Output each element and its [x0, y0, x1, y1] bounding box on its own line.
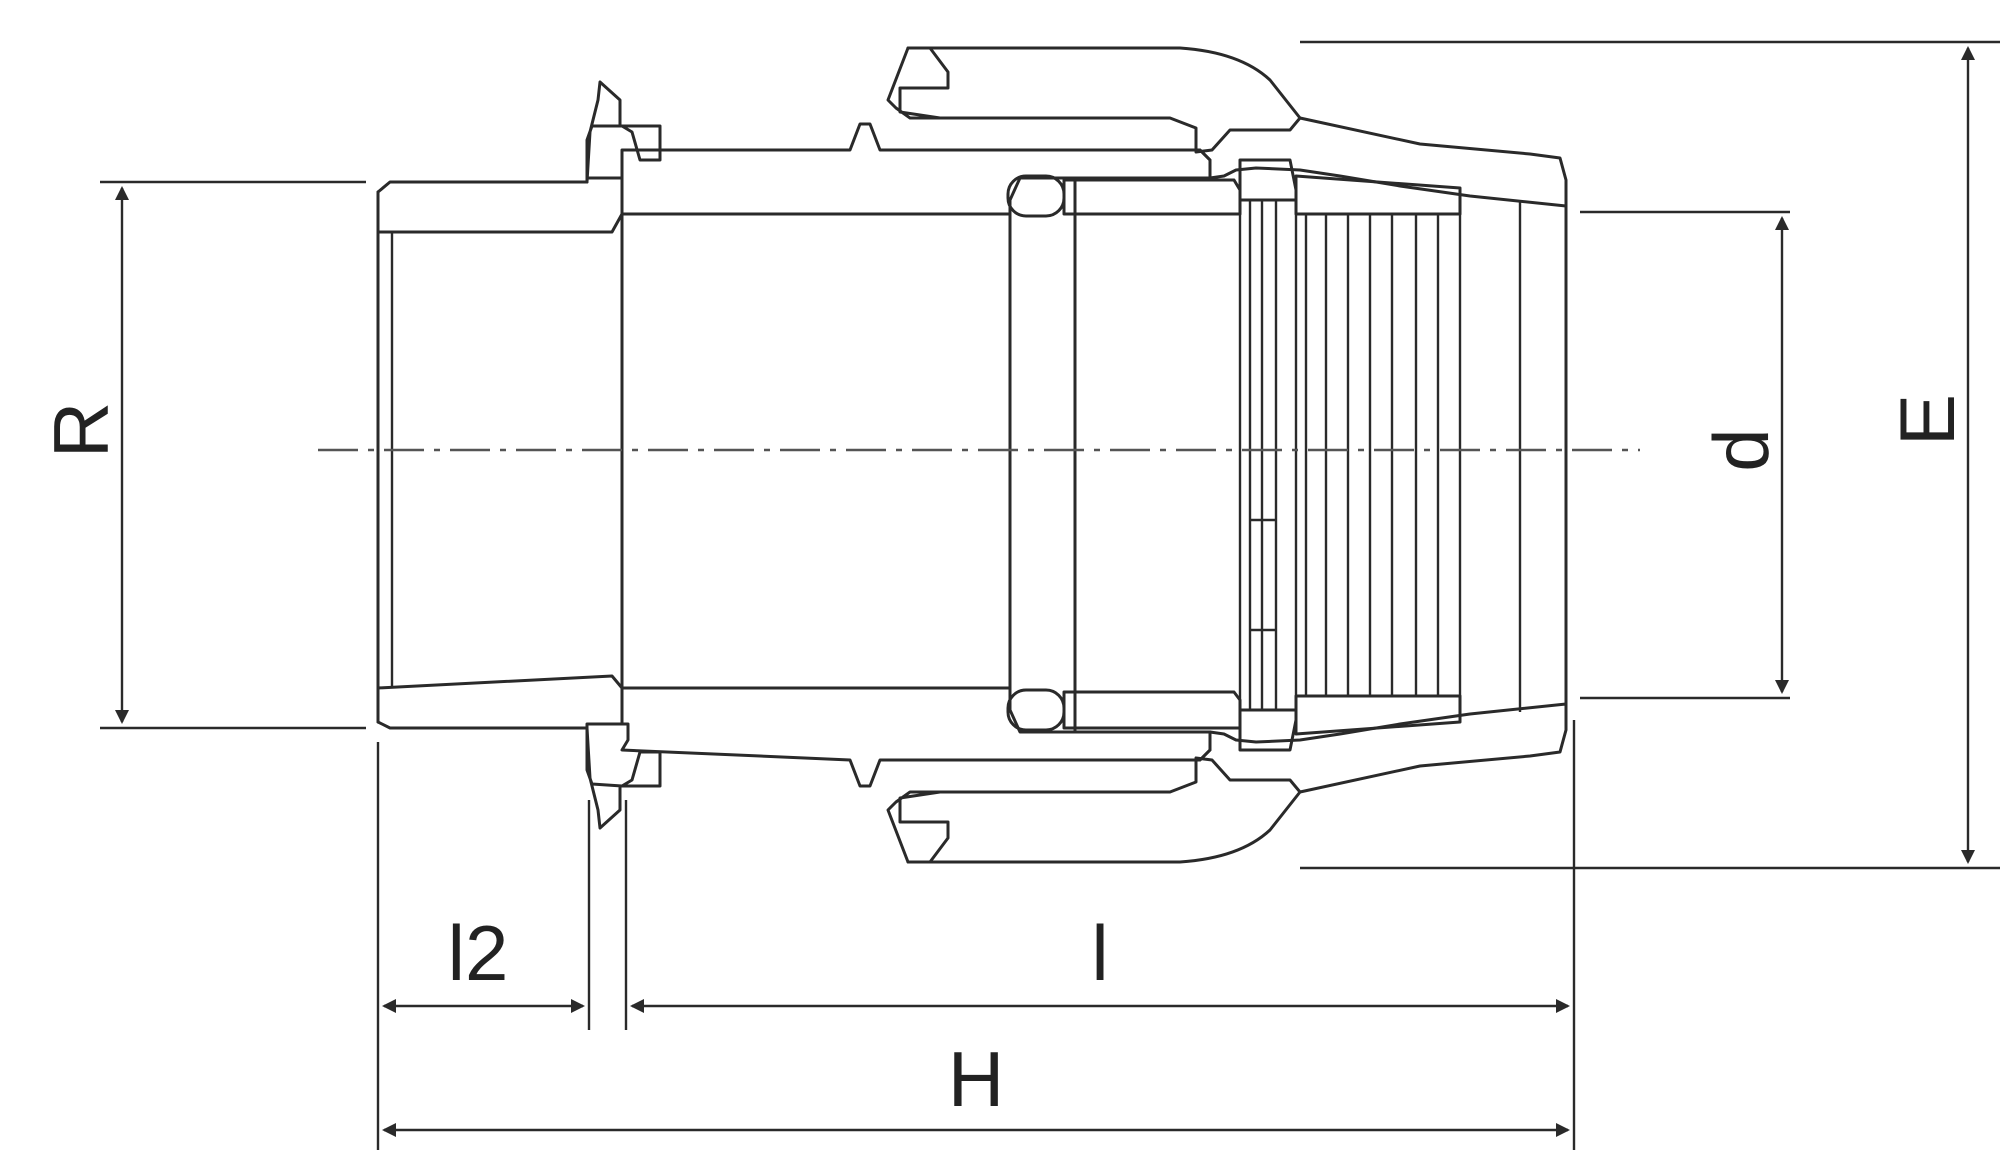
label-H: H [948, 1035, 1004, 1123]
label-d: d [1697, 428, 1785, 471]
grip-ring [1238, 158, 1568, 752]
label-R: R [37, 402, 125, 458]
bore-outlines [376, 176, 1077, 734]
extension-lines [100, 40, 2000, 1150]
label-l: l [1091, 909, 1108, 997]
fitting-body-lower [376, 674, 1568, 864]
label-l2: l2 [448, 909, 509, 997]
o-ring-seals [1006, 174, 1242, 732]
fitting-body-upper [376, 46, 1568, 234]
label-E: E [1883, 394, 1971, 446]
